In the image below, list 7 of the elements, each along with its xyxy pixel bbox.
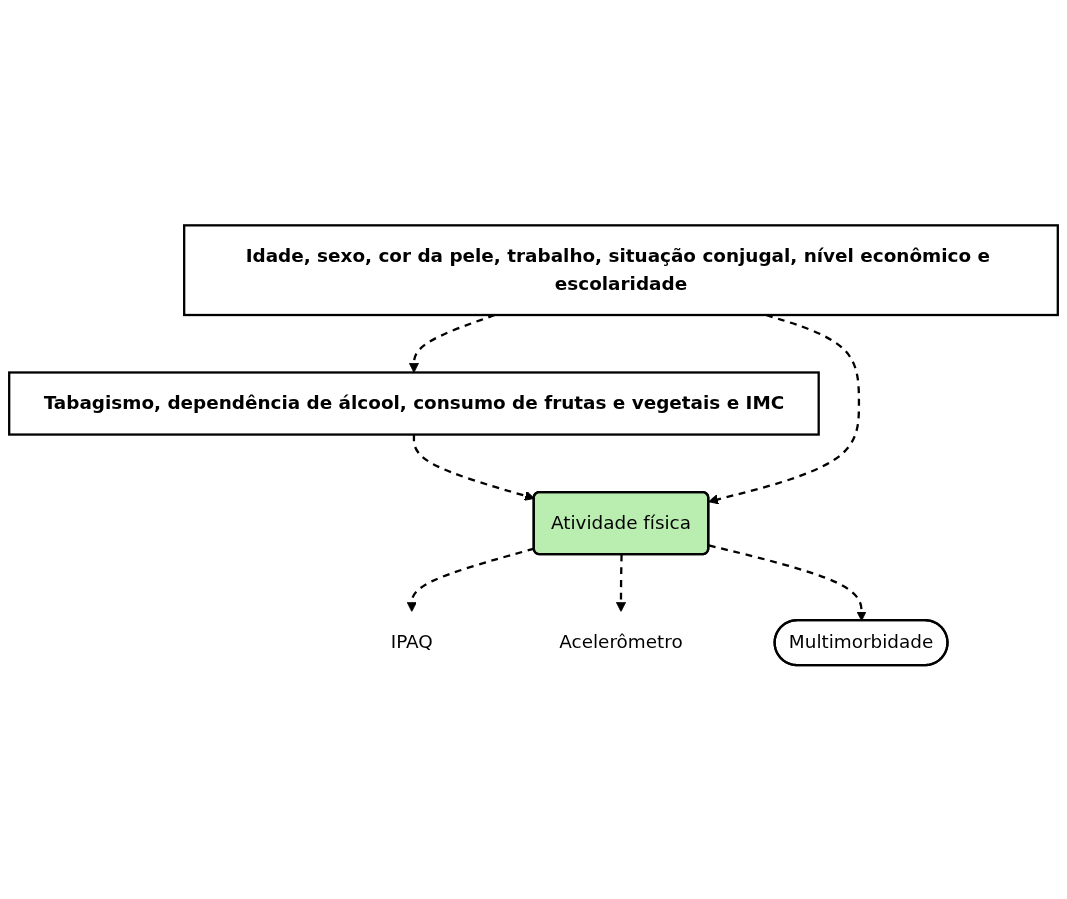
- arrow: [406, 547, 535, 613]
- node-text: Acelerômetro: [559, 631, 683, 653]
- arrow: [615, 554, 627, 613]
- node-text: IPAQ: [390, 631, 433, 653]
- node-box: Idade, sexo, cor da pele, trabalho, situação conjugal, nível econômico e escolaridade: [183, 224, 1059, 317]
- node-box: Tabagismo, dependência de álcool, consumo de frutas e vegetais e IMC: [8, 371, 820, 436]
- arrow: [412, 434, 535, 501]
